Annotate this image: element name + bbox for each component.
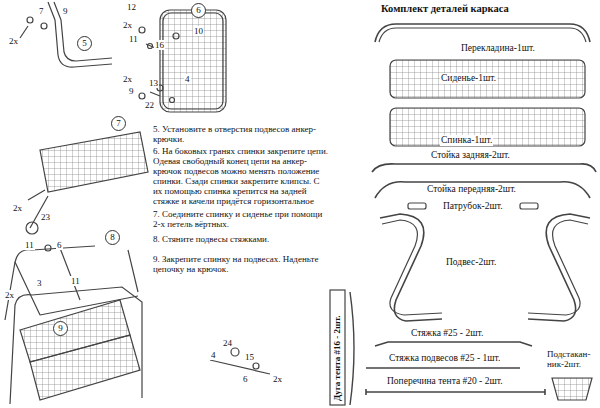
callout-number: 2x: [122, 20, 133, 30]
step-circle: 8: [105, 230, 120, 245]
callout-number: 9: [62, 6, 69, 16]
part-name: Подстакан- ник-2шт.: [546, 349, 600, 369]
callout-number: 23: [40, 212, 51, 222]
instruction-text: 8. Стяните подвесы стяжками.: [152, 234, 332, 244]
callout-number: 11: [24, 240, 35, 250]
callout-number: 16: [154, 40, 165, 50]
part-name: Стойка задняя-2шт.: [430, 150, 511, 161]
instruction-text: 5. Установите в отверстия подвесов анкер…: [152, 124, 332, 144]
step-circle: 7: [111, 116, 126, 131]
callout-number: 2x: [12, 203, 23, 213]
part-name: Перекладина-1шт.: [460, 43, 536, 54]
callout-number: 15: [244, 352, 255, 362]
callout-number: 6: [242, 374, 249, 384]
step-number: 7: [116, 119, 121, 128]
step-circle: 5: [77, 36, 92, 51]
step-number: 5: [82, 39, 87, 48]
callout-number: 12: [126, 2, 137, 12]
part-name: Патрубок-2шт.: [442, 201, 504, 212]
callout-number: 11: [128, 34, 139, 44]
callout-number: 13: [148, 78, 159, 88]
part-name: Спинка-1шт.: [440, 135, 493, 146]
callout-number: 4: [210, 350, 217, 360]
callout-number: 6: [56, 240, 63, 250]
callout-number: 24: [222, 338, 233, 348]
callout-number: 2x: [272, 374, 283, 384]
callout-number: 10: [193, 26, 204, 36]
part-name: Стяжка #25 - 2шт.: [410, 328, 484, 339]
part-name: Стойка передняя-2шт.: [426, 184, 517, 195]
callout-number: 7: [38, 6, 45, 16]
step-number: 9: [58, 324, 63, 333]
callout-number: 11: [70, 276, 81, 286]
step-circle: 9: [53, 321, 68, 336]
callout-number: 3: [36, 278, 43, 288]
callout-number: 2x: [8, 36, 19, 46]
callout-number: 2x: [4, 290, 15, 300]
part-name: Подвес-2шт.: [445, 257, 497, 268]
callout-number: 2x: [122, 74, 133, 84]
part-name: Сиденье-1шт.: [440, 73, 497, 84]
callout-number: 4: [184, 74, 191, 84]
step-number: 8: [110, 233, 115, 242]
callout-number: 22: [144, 100, 155, 110]
instruction-text: 9. Закрепите спинку на подвесах. Наденьт…: [152, 254, 332, 274]
part-name: Стяжка подвесов #25 - 1шт.: [388, 353, 501, 364]
part-name: Поперечина тента #20 - 2шт.: [386, 376, 504, 387]
page-title: Комплект деталей каркаса: [380, 3, 510, 15]
callout-number: 9: [128, 86, 135, 96]
step-number: 6: [196, 6, 201, 15]
instruction-text: 7. Соедините спинку и сиденье при помощи…: [152, 209, 332, 229]
step-circle: 6: [191, 3, 206, 18]
part-name: Дуга тента #16 - 2шт.: [332, 315, 342, 403]
instruction-text: 6. На боковых гранях спинки закрепите це…: [152, 146, 332, 217]
